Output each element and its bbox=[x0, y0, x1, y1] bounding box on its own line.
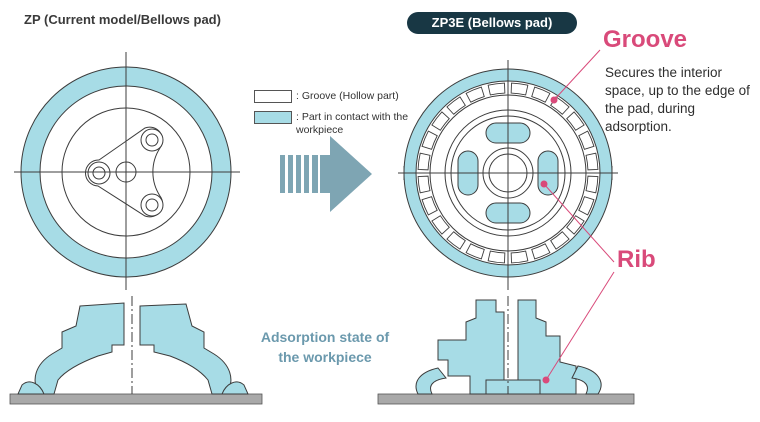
groove-segment bbox=[431, 111, 450, 131]
zp3e-cross-section bbox=[377, 296, 635, 405]
groove-segment bbox=[585, 175, 599, 194]
groove-segment bbox=[566, 111, 585, 131]
groove-segment bbox=[446, 96, 466, 115]
zp-workpiece-ground bbox=[9, 393, 263, 405]
adsorption-caption: Adsorption state of the workpiece bbox=[260, 329, 390, 365]
groove-leader bbox=[553, 49, 601, 101]
zp-lip-left bbox=[17, 381, 45, 395]
rib-leader-dot-top bbox=[540, 180, 548, 188]
zp-top-view bbox=[14, 52, 240, 290]
groove-heading: Groove bbox=[603, 26, 688, 53]
zp-section-left bbox=[34, 302, 125, 395]
rib-leader-bottom bbox=[545, 271, 615, 381]
rib-leader-top bbox=[543, 183, 615, 263]
zp3e-top-view bbox=[398, 60, 618, 290]
groove-segment bbox=[487, 82, 506, 96]
groove-segment bbox=[417, 152, 431, 171]
groove-segment bbox=[578, 196, 595, 216]
groove-segment bbox=[431, 215, 450, 235]
zp-lip-right bbox=[221, 381, 249, 395]
groove-description: Secures the interior space, up to the ed… bbox=[605, 65, 750, 134]
zp3e-lip-left bbox=[415, 367, 447, 395]
groove-segment bbox=[421, 130, 438, 150]
zp3e-groove-segments bbox=[417, 82, 599, 264]
groove-segment bbox=[417, 175, 431, 194]
groove-segment bbox=[421, 196, 438, 216]
rib-leader-dot-bottom bbox=[542, 376, 550, 384]
groove-segment bbox=[550, 231, 570, 250]
legend-contact-swatch bbox=[254, 111, 292, 124]
groove-leader-dot bbox=[550, 96, 558, 104]
legend-groove-swatch bbox=[254, 90, 292, 103]
groove-segment bbox=[465, 243, 485, 260]
groove-segment bbox=[446, 231, 466, 250]
legend-contact-label: : Part in contact with the workpiece bbox=[296, 111, 409, 136]
zp3e-section-left bbox=[437, 299, 505, 395]
transition-arrow bbox=[280, 136, 372, 212]
groove-segment bbox=[585, 152, 599, 171]
groove-segment bbox=[531, 86, 551, 103]
title-zp3e-badge: ZP3E (Bellows pad) bbox=[407, 12, 577, 34]
groove-segment bbox=[510, 82, 529, 96]
groove-segment bbox=[510, 250, 529, 264]
zp3e-workpiece-ground bbox=[377, 393, 635, 405]
title-zp-current: ZP (Current model/Bellows pad) bbox=[24, 12, 221, 27]
legend-groove-label: : Groove (Hollow part) bbox=[296, 90, 399, 102]
rib-heading: Rib bbox=[617, 246, 656, 273]
zp3e-section-base bbox=[485, 379, 541, 395]
leader-lines bbox=[540, 49, 615, 384]
groove-segment bbox=[578, 130, 595, 150]
zp-section-right bbox=[139, 303, 232, 395]
zp3e-lip-right bbox=[571, 365, 602, 395]
groove-segment bbox=[465, 86, 485, 103]
groove-segment bbox=[531, 243, 551, 260]
zp-cross-section bbox=[9, 296, 263, 405]
groove-segment bbox=[487, 250, 506, 264]
